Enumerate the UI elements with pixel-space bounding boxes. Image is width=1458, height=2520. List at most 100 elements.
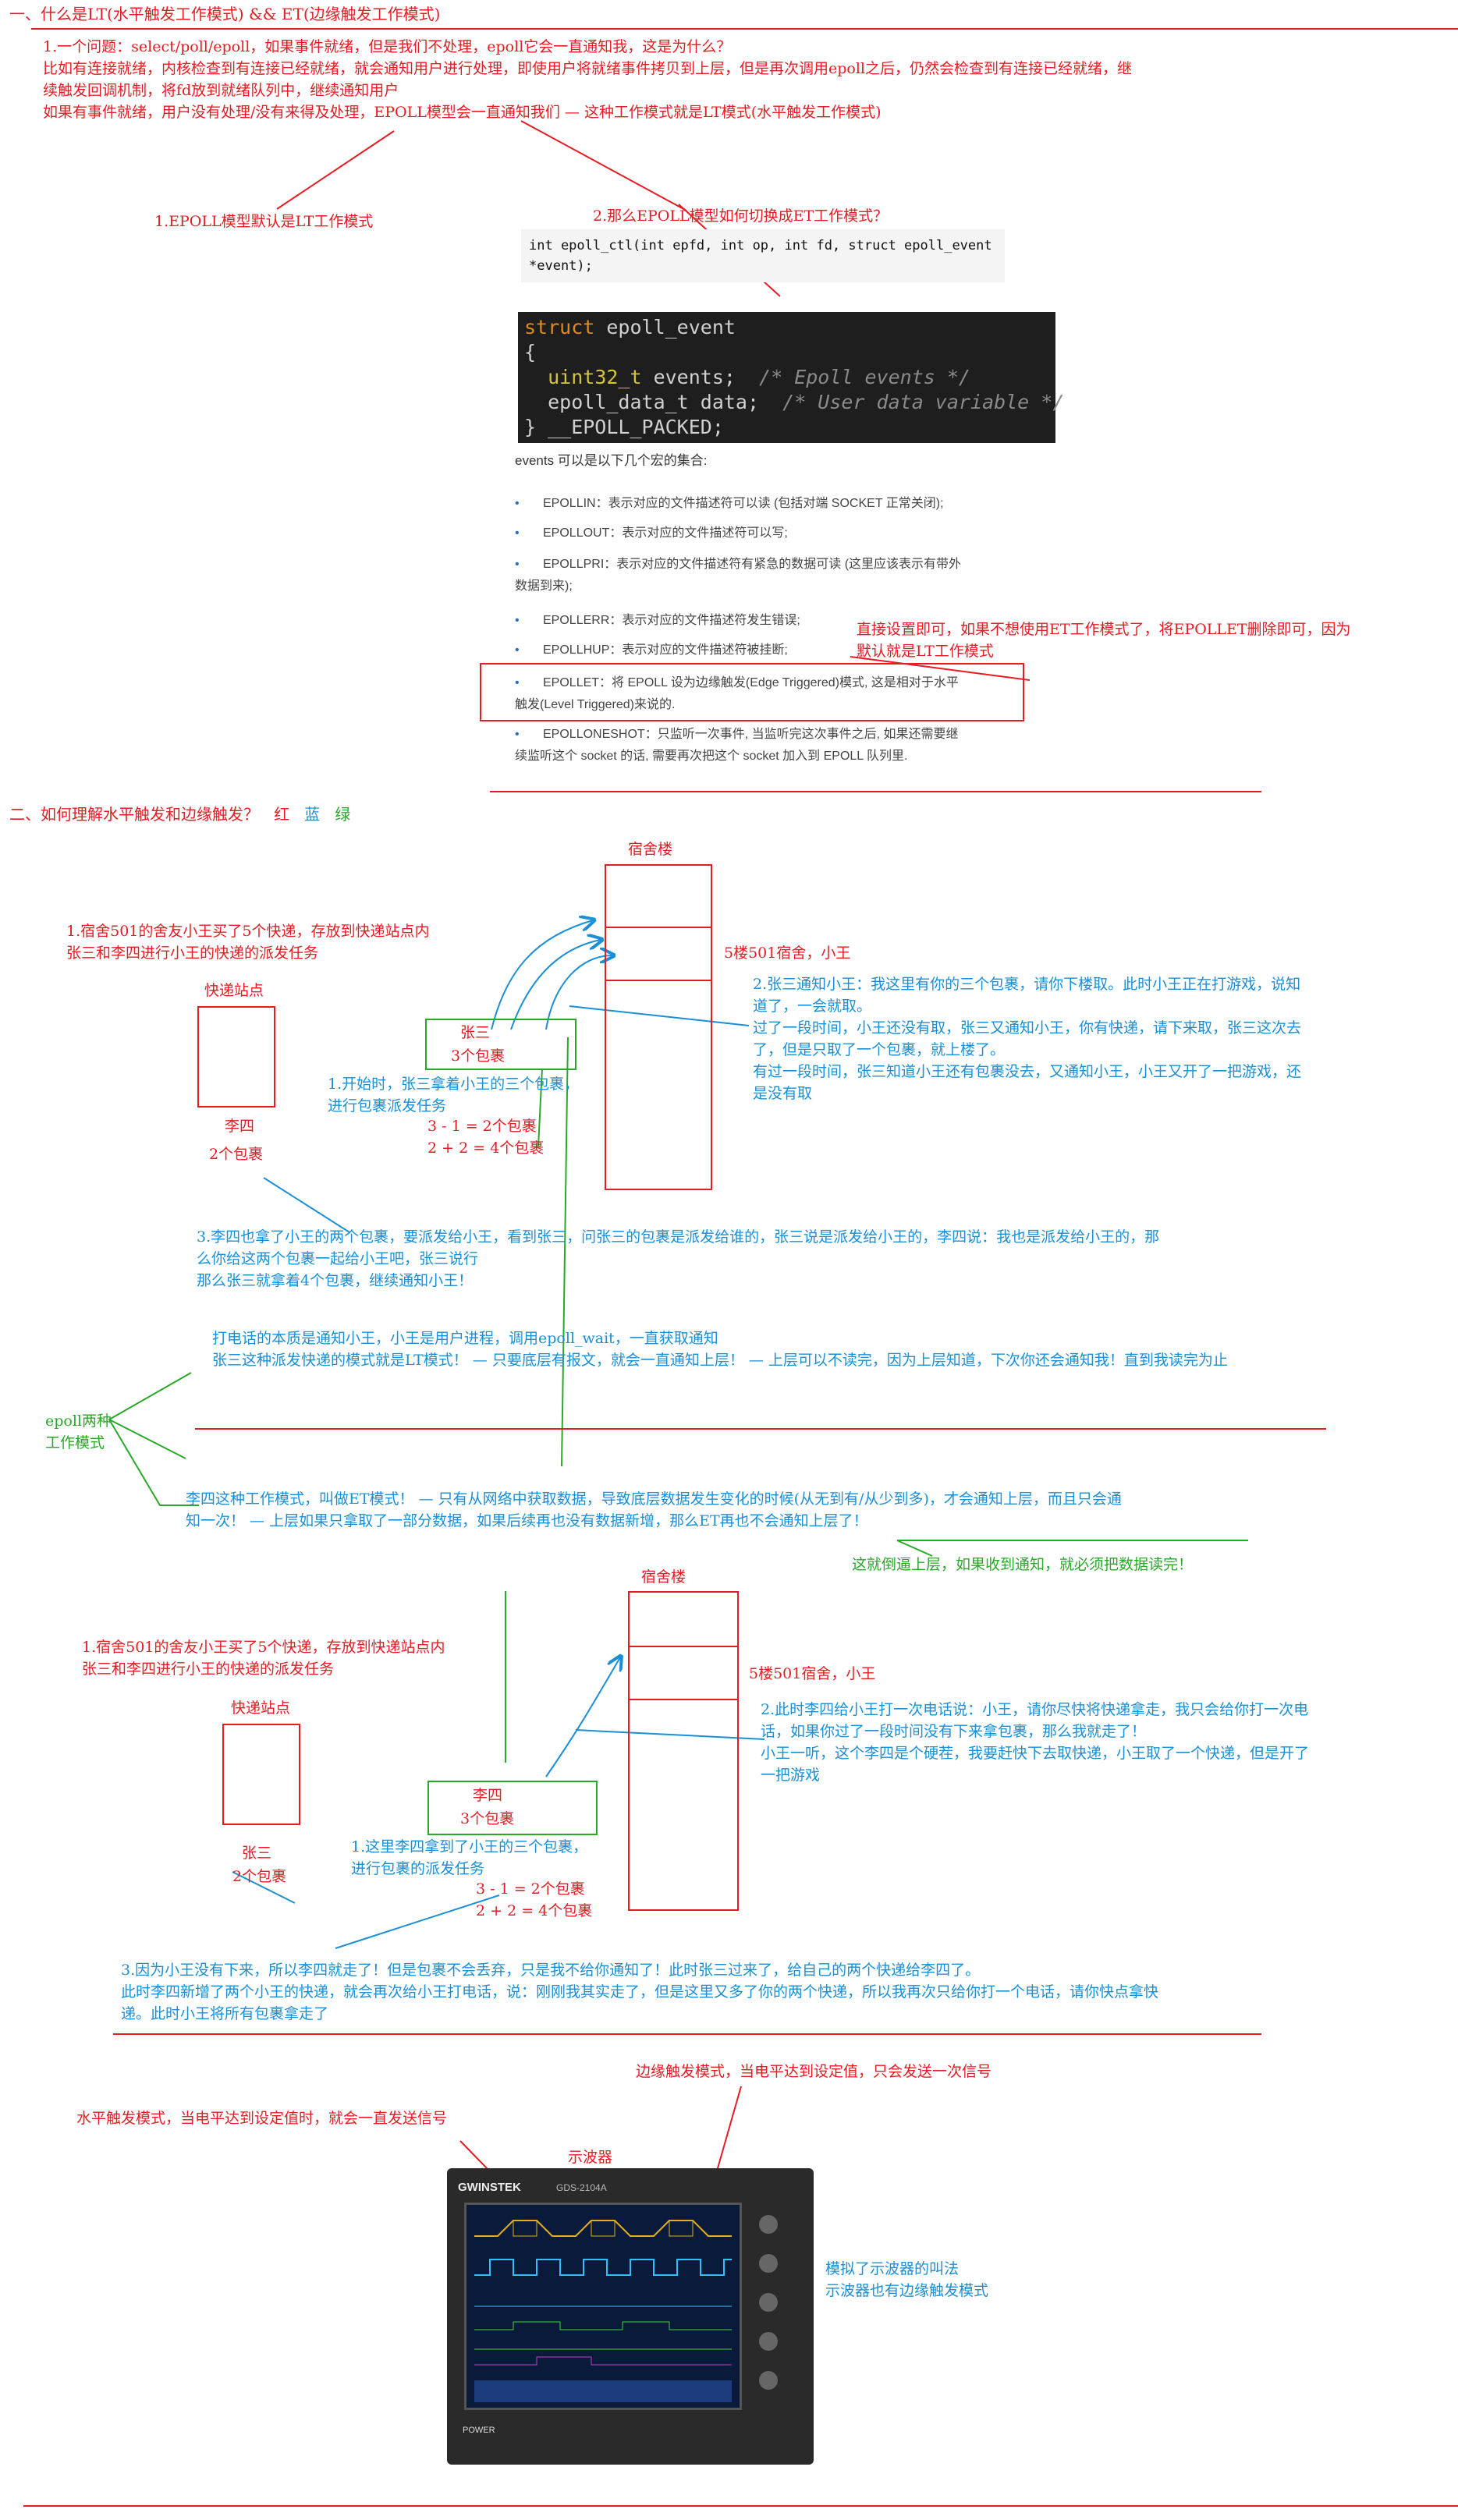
intro-line: 比如有连接就绪，内核检查到有连接已经就绪，就会通知用户进行处理，即使用户将就绪事… [43,60,1133,77]
scope-model: GDS-2104A [556,2182,607,2193]
note-default-lt: 1.EPOLL模型默认是LT工作模式 [154,213,374,230]
event-macro-item: 触发(Level Triggered)来说的. [515,694,675,716]
struct-code-block: struct epoll_event{ uint32_t events; /* … [518,312,1064,443]
code-line: epoll_data_t data; /* User data variable… [524,390,1064,415]
et-step3: 此时李四新增了两个小王的快递，就会再次给小王打电话，说：刚刚我其实走了，但是这里… [121,1983,1159,2001]
two-modes-label: epoll两种 [45,1412,112,1430]
intro-line: 续触发回调机制，将fd放到就绪队列中，继续通知用户 [43,82,399,99]
scope-note: 模拟了示波器的叫法 [825,2260,960,2277]
room-label: 5楼501宿舍，小王 [749,1665,876,1682]
connector-line [561,1037,569,1467]
et-step3: 递。此时小王将所有包裹拿走了 [121,2005,329,2022]
event-macro-text: EPOLLHUP：表示对应的文件描述符被挂断; [543,643,788,657]
courier-box [427,1781,598,1835]
pointer-line [232,1871,296,1904]
two-modes-label: 工作模式 [45,1434,105,1451]
event-macro-text: 触发(Level Triggered)来说的. [515,698,676,711]
code-comment: /* User data variable */ [782,391,1065,413]
pointer-line [575,1729,765,1740]
connector-line [537,1068,543,1147]
pointer-line [896,1540,933,1557]
lt-step2: 2.张三通知小王：我这里有你的三个包裹，请你下楼取。此时小王正在打游戏，说知 [753,976,1301,993]
event-macro-text: EPOLLPRI：表示对应的文件描述符有紧急的数据可读 (这里应该表示有带外 [543,558,962,571]
et-math: 3 - 1 = 2个包裹 [476,1880,585,1898]
pointer-line [263,1177,350,1233]
heading-text: 二、如何理解水平触发和边缘触发？ [9,805,259,824]
event-macro-item: •EPOLLET：将 EPOLL 设为边缘触发(Edge Triggered)模… [515,672,959,694]
lt-step1: 进行包裹派发任务 [328,1097,447,1115]
event-macro-text: 续监听这个 socket 的话, 需要再次把这个 socket 加入到 EPOL… [515,750,908,763]
scope-brand: GWINSTEK [458,2181,521,2194]
event-macro-item: •EPOLLIN：表示对应的文件描述符可以读 (包括对端 SOCKET 正常关闭… [515,493,944,515]
event-macro-item: 数据到来); [515,576,573,597]
pointer-line [569,1005,750,1026]
scenario-line: 张三和李四进行小王的快递的派发任务 [82,1661,335,1678]
pointer-line [335,1894,500,1949]
pointer-line [850,656,1031,681]
bullet-icon: • [515,643,520,657]
intro-line: 如果有事件就绪，用户没有处理/没有来得及处理，EPOLL模型会一直通知我们 — … [43,104,882,121]
event-macro-item: •EPOLLPRI：表示对应的文件描述符有紧急的数据可读 (这里应该表示有带外 [515,554,961,576]
express-station [222,1724,300,1825]
epoll-ctl-code: int epoll_ctl(int epfd, int op, int fd, … [521,229,1005,282]
code-keyword: struct [524,316,595,338]
et-math: 2 + 2 = 4个包裹 [476,1902,593,1919]
color-legend-blue: 蓝 [304,805,321,824]
dorm-label: 宿舍楼 [641,1568,686,1586]
code-text: epoll_data_t data; [548,391,783,413]
event-macro-text: EPOLLERR：表示对应的文件描述符发生错误; [543,614,800,627]
event-macro-item: • EPOLLHUP：表示对应的文件描述符被挂断; [515,640,788,661]
bullet-icon: • [515,728,520,741]
express-station [197,1006,275,1108]
event-macro-text: 数据到来); [515,579,573,593]
et-step1: 进行包裹的派发任务 [351,1860,485,1877]
code-line: *event); [529,258,593,274]
epollet-highlight-box [480,663,1024,721]
et-force-note: 这就倒逼上层，如果收到通知，就必须把数据读完！ [852,1556,1194,1573]
et-step1: 1.这里李四拿到了小王的三个包裹， [351,1838,588,1855]
et-step2: 话，如果你过了一段时间没有下来拿包裹，那么我就走了！ [761,1723,1147,1740]
section-heading: 一、什么是LT(水平触发工作模式) && ET(边缘触发工作模式) [9,5,441,23]
other-courier-count: 2个包裹 [209,1146,264,1163]
scope-knob [759,2215,778,2234]
intro-line: 1.一个问题：select/poll/epoll，如果事件就绪，但是我们不处理，… [43,38,732,55]
oscilloscope-label: 示波器 [568,2149,613,2166]
dorm-building [605,864,712,1190]
code-comment: /* Epoll events */ [759,366,970,388]
courier-box [425,1019,576,1070]
bullet-icon: • [515,526,520,540]
event-macro-text: EPOLLOUT：表示对应的文件描述符可以写; [543,526,788,540]
pointer-line [276,130,395,210]
note-switch-et: 2.那么EPOLL模型如何切换成ET工作模式？ [593,207,889,225]
scope-note: 示波器也有边缘触发模式 [825,2282,989,2299]
arrow-line [545,955,612,1030]
arrow-line [491,920,593,1030]
lt-step2: 有过一段时间，张三知道小王还有包裹没去，又通知小王，小王又开了一把游戏，还 [753,1063,1302,1080]
lt-step2: 过了一段时间，小王还没有取，张三又通知小王，你有快递，请下来取，张三这次去 [753,1019,1302,1037]
code-line: { [524,341,537,363]
bullet-icon: • [515,497,520,510]
et-step2: 2.此时李四给小王打一次电话说：小王，请你尽快将快递拿走，我只会给你打一次电 [761,1701,1309,1718]
lt-math: 2 + 2 = 4个包裹 [427,1139,545,1157]
note-epollet: 直接设置即可，如果不想使用ET工作模式了，将EPOLLET删除即可，因为 [857,621,1351,638]
section-heading: 二、如何理解水平触发和边缘触发？ 红 蓝 绿 [9,803,350,825]
scope-knob [759,2371,778,2390]
scope-waveforms [474,2220,732,2402]
courier-count: 3个包裹 [451,1047,506,1065]
bracket-line [108,1372,199,1506]
lt-step2: 道了，一会就取。 [753,998,872,1015]
lt-step2: 是没有取 [753,1085,813,1102]
scenario-line: 1.宿舍501的舍友小王买了5个快递，存放到快递站点内 [66,923,430,940]
lt-step3: 那么张三就拿着4个包裹，继续通知小王！ [197,1272,474,1289]
event-macro-item: • EPOLLOUT：表示对应的文件描述符可以写; [515,523,788,544]
code-line: uint32_t events; /* Epoll events */ [524,365,1049,390]
code-line: int epoll_ctl(int epfd, int op, int fd, … [529,238,992,253]
station-label: 快递站点 [231,1699,291,1717]
lt-step3: 3.李四也拿了小王的两个包裹，要派发给小王，看到张三，问张三的包裹是派发给谁的，… [197,1228,1160,1246]
arrow-line [510,940,601,1030]
arrow-line [545,1657,620,1777]
lt-math: 3 - 1 = 2个包裹 [427,1118,537,1135]
other-courier-name: 李四 [225,1118,255,1135]
event-macro-item: 续监听这个 socket 的话, 需要再次把这个 socket 加入到 EPOL… [515,746,908,767]
color-legend-green: 绿 [335,805,351,824]
